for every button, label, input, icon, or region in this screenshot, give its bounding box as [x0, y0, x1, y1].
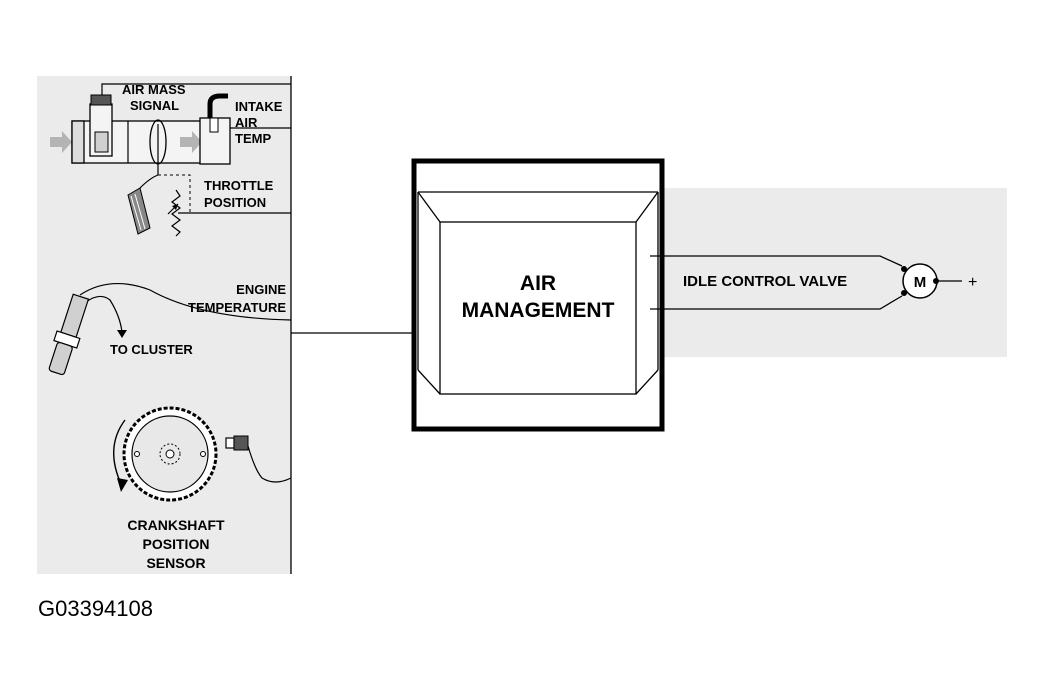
crankshaft-position-sensor-illustration — [113, 406, 292, 502]
actuator-panel — [662, 188, 1007, 357]
intake-air-temp-label-1: INTAKE — [235, 99, 283, 114]
engine-temperature-label-2: TEMPERATURE — [188, 300, 286, 315]
motor-symbol: M — [914, 274, 927, 291]
air-mass-signal-label-1: AIR MASS — [122, 82, 186, 97]
engine-temperature-label-1: ENGINE — [236, 282, 286, 297]
valve-wire-lower — [650, 295, 903, 310]
throttle-position-label-1: THROTTLE — [204, 178, 274, 193]
air-management-module — [411, 158, 665, 432]
crankshaft-sensor-label-1: CRANKSHAFT — [127, 517, 225, 533]
to-cluster-arrow-icon — [117, 330, 127, 338]
module-title-line-2: MANAGEMENT — [462, 299, 615, 322]
crankshaft-sensor-label-2: POSITION — [143, 536, 210, 552]
rotation-arrow-icon — [117, 478, 128, 492]
valve-wire-upper — [650, 255, 903, 267]
duct-flow-arrow-icon — [180, 131, 202, 153]
intake-air-temp-label-3: TEMP — [235, 131, 271, 146]
figure-code: G03394108 — [38, 596, 153, 621]
air-mass-meter-illustration — [50, 83, 291, 165]
inflow-arrow-icon — [50, 131, 72, 153]
throttle-position-label-2: POSITION — [204, 195, 266, 210]
air-mass-signal-label-2: SIGNAL — [130, 98, 179, 113]
idle-motor-icon — [901, 263, 962, 299]
idle-control-valve-label: IDLE CONTROL VALVE — [683, 273, 847, 290]
throttle-position-sensor-illustration — [127, 124, 291, 237]
to-cluster-label: TO CLUSTER — [110, 342, 193, 357]
module-title-line-1: AIR — [520, 272, 556, 295]
supply-symbol: + — [968, 274, 977, 291]
crankshaft-sensor-label-3: SENSOR — [146, 555, 205, 571]
intake-air-temp-label-2: AIR — [235, 115, 258, 130]
engine-temperature-sensor-illustration — [48, 282, 292, 376]
